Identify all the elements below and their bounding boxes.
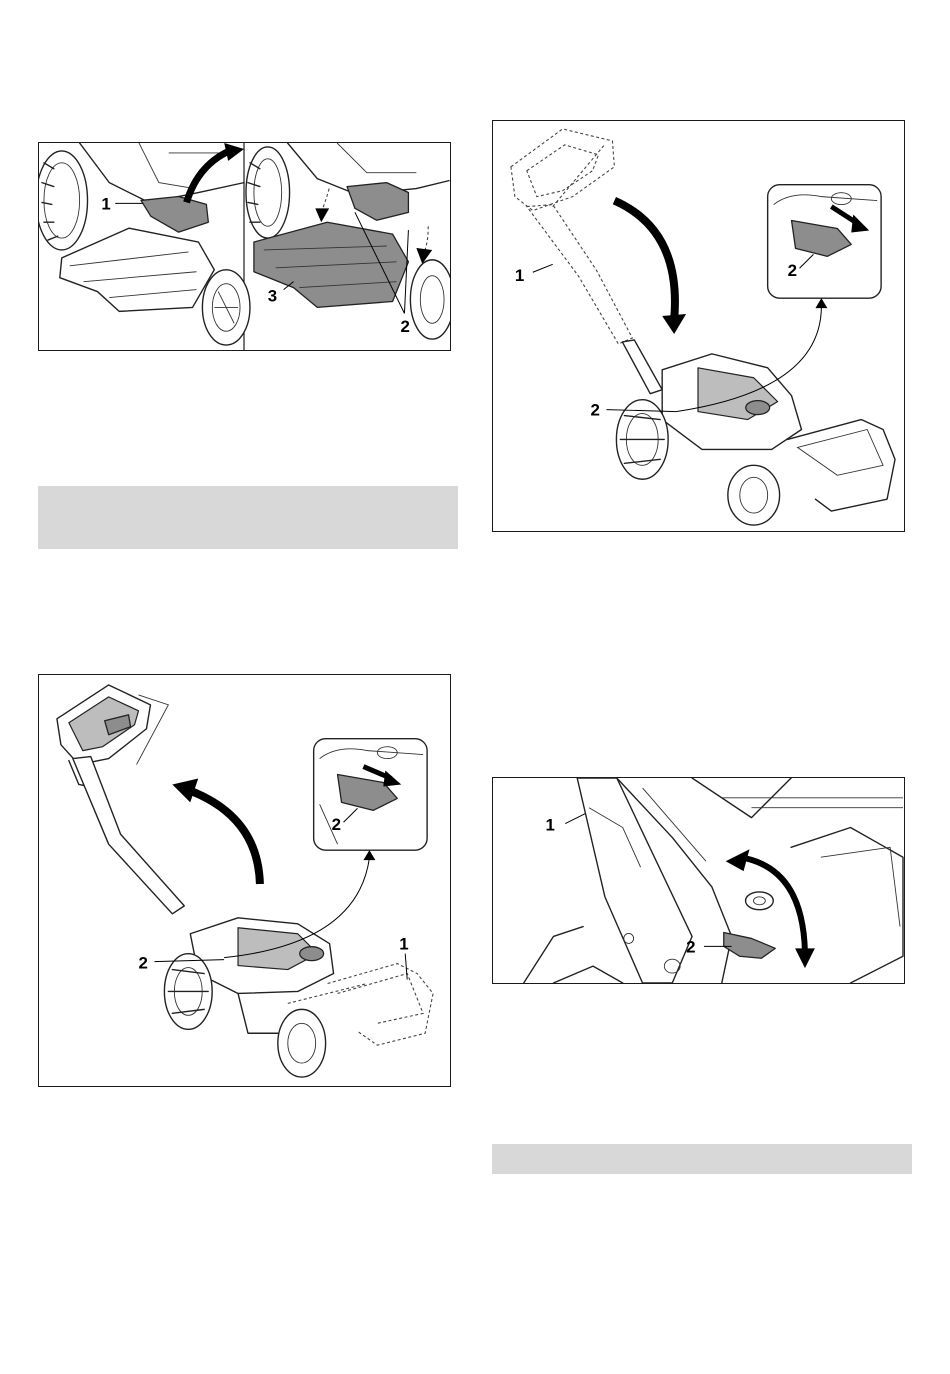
callout-2: 2: [686, 937, 695, 956]
right-panel: [246, 143, 450, 339]
handle-grip: [57, 685, 151, 788]
figure-lever-closeup: 1 2: [492, 777, 905, 984]
flap-lever: [141, 196, 208, 232]
callout-1: 1: [399, 935, 408, 954]
figure-handle-fold: 2 1 2: [492, 120, 905, 532]
callout-2: 2: [139, 954, 148, 973]
handle-fold-illustration: 2 1 2: [493, 121, 904, 531]
callout-1: 1: [545, 815, 554, 834]
inset-callout-2: 2: [788, 261, 797, 280]
section-heading-bar: [38, 486, 458, 549]
folded-handle-outline: [328, 964, 433, 1046]
left-panel: [39, 143, 250, 345]
release-lever: [724, 932, 775, 958]
inset-detail: [768, 185, 881, 298]
handle-bar: [73, 757, 184, 914]
figure-grass-catcher: 1 3 2: [38, 142, 451, 351]
mower-body: [164, 918, 333, 1077]
callout-1: 1: [101, 194, 110, 213]
callout-2: 2: [591, 401, 600, 420]
handle-unfold-illustration: 2 2 1: [39, 675, 450, 1086]
upright-handle-outline: [511, 129, 632, 344]
callout-1: 1: [515, 266, 524, 285]
lever-closeup-illustration: 1 2: [493, 778, 904, 983]
section-heading-bar-right: [492, 1144, 912, 1174]
grass-catcher-illustration: 1 3 2: [39, 143, 450, 350]
figure-handle-unfold: 2 2 1: [38, 674, 451, 1087]
handle-bar: [577, 778, 692, 983]
inset-callout-2: 2: [332, 815, 341, 834]
callout-2: 2: [400, 317, 409, 336]
callout-3: 3: [268, 286, 277, 305]
